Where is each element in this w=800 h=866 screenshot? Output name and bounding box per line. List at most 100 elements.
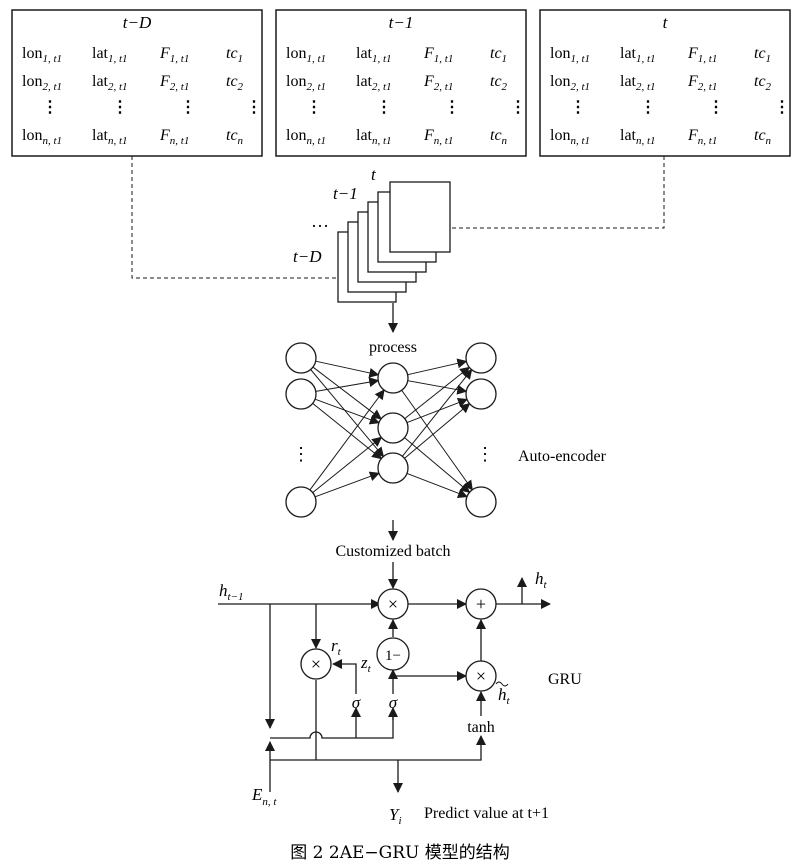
r-sub: t xyxy=(338,646,342,658)
stack-label-t-minus-d: t−D xyxy=(293,247,322,266)
frame-title: t xyxy=(663,13,669,32)
ae-edge xyxy=(309,389,385,491)
table-cell: tc2 xyxy=(226,73,244,93)
gru-multiply-reset-symbol: × xyxy=(311,654,321,674)
table-cell: ⋮ xyxy=(640,99,656,116)
stack-label-t: t xyxy=(371,165,377,184)
table-cell: ⋮ xyxy=(376,99,392,116)
frame-t: t lon1, t1 lat1, t1 F1, t1 tc1 lon2, t1 lat2,… xyxy=(539,9,791,157)
e-sub: n, t xyxy=(262,796,277,808)
ae-edge xyxy=(404,437,471,493)
table-cell: ⋮ xyxy=(510,99,526,116)
sigma-update: σ xyxy=(389,693,398,712)
gru-multiply-candidate xyxy=(465,660,497,692)
ae-left-ellipsis: ⋮ xyxy=(292,444,310,464)
table-cell: lat2, t1 xyxy=(356,73,392,93)
svg-text:Yi: Yi xyxy=(389,805,402,827)
svg-text:ht: ht xyxy=(498,685,511,707)
gru-multiply-top-symbol: × xyxy=(388,594,398,614)
h-prev-label: h xyxy=(219,581,228,600)
h-out-label: h xyxy=(535,569,544,588)
table-cell: F1, t1 xyxy=(687,45,717,65)
table-cell: lon2, t1 xyxy=(286,73,326,93)
table-cell: ⋮ xyxy=(570,99,586,116)
table-cell: lon2, t1 xyxy=(22,73,62,93)
h-out-sub: t xyxy=(544,579,548,591)
table-cell: lon2, t1 xyxy=(550,73,590,93)
ae-input-node xyxy=(285,486,317,518)
svg-text:ht: ht xyxy=(535,569,548,591)
autoencoder-label: Auto-encoder xyxy=(518,448,607,465)
ae-hidden-node xyxy=(377,452,409,484)
gru-operators xyxy=(300,588,497,692)
predict-label: Predict value at t+1 xyxy=(424,805,549,822)
ae-edge xyxy=(314,398,380,425)
ae-edge xyxy=(312,366,382,420)
sigma-reset: σ xyxy=(352,693,361,712)
y-label: Y xyxy=(389,805,400,824)
tilde-mark xyxy=(495,681,509,687)
table-cell: lonn, t1 xyxy=(550,127,590,147)
ae-edge xyxy=(406,397,468,424)
table-cell: ⋮ xyxy=(180,99,196,116)
table-cell: tc1 xyxy=(754,45,771,65)
table-cell: tc1 xyxy=(490,45,507,65)
svg-text:En, t: En, t xyxy=(251,785,277,808)
table-cell: latn, t1 xyxy=(620,127,656,147)
autoencoder-nodes xyxy=(285,342,497,518)
table-cell: tcn xyxy=(490,127,508,147)
ae-hidden-node xyxy=(377,412,409,444)
ae-edge xyxy=(406,472,468,499)
ae-edge xyxy=(404,403,471,459)
svg-text:zt: zt xyxy=(360,653,372,675)
table-cell: F2, t1 xyxy=(423,73,453,93)
table-cell: tcn xyxy=(226,127,244,147)
h-tilde-sub: t xyxy=(507,695,511,707)
table-cell: F2, t1 xyxy=(159,73,189,93)
gru-one-minus-symbol: 1− xyxy=(385,648,401,664)
table-cell: tc2 xyxy=(754,73,772,93)
table-cell: ⋮ xyxy=(306,99,322,116)
table-cell: lat1, t1 xyxy=(620,45,656,65)
table-cell: lon1, t1 xyxy=(550,45,590,65)
table-cell: lat2, t1 xyxy=(620,73,656,93)
ae-edge xyxy=(401,389,473,491)
table-cell: ⋮ xyxy=(444,99,460,116)
ae-edge xyxy=(315,377,380,392)
ae-right-ellipsis: ⋮ xyxy=(476,444,494,464)
svg-text:ht−1: ht−1 xyxy=(219,581,243,603)
h-prev-sub: t−1 xyxy=(228,591,244,603)
z-sub: t xyxy=(368,663,372,675)
gru-multiply-top xyxy=(377,588,409,620)
dashed-connectors xyxy=(131,156,665,279)
svg-text:rt: rt xyxy=(331,636,342,658)
gru-multiply-candidate-symbol: × xyxy=(476,666,486,686)
batch-label: Customized batch xyxy=(335,543,450,560)
e-label: E xyxy=(251,785,263,804)
ae-output-node xyxy=(465,342,497,374)
y-sub: i xyxy=(398,815,401,827)
ae-edge xyxy=(312,403,383,460)
table-cell: lonn, t1 xyxy=(22,127,62,147)
autoencoder-connections xyxy=(309,358,473,499)
stack-label-ellipsis: … xyxy=(311,211,329,231)
table-cell: ⋮ xyxy=(246,99,262,116)
r-label: r xyxy=(331,636,338,655)
table-cell: Fn, t1 xyxy=(423,127,453,147)
table-cell: latn, t1 xyxy=(356,127,392,147)
ae-edge xyxy=(315,360,380,378)
frame-title: t−1 xyxy=(389,13,414,32)
table-cell: lat2, t1 xyxy=(92,73,128,93)
figure-caption: 图 2 2AE−GRU 模型的结构 xyxy=(290,843,509,863)
process-label: process xyxy=(369,339,417,356)
frame-title: t−D xyxy=(123,13,152,32)
gru-lines xyxy=(218,562,551,793)
ae-edge xyxy=(404,366,471,420)
ae-output-node xyxy=(465,486,497,518)
table-cell: lon1, t1 xyxy=(286,45,326,65)
table-cell: Fn, t1 xyxy=(687,127,717,147)
ae-hidden-node xyxy=(377,362,409,394)
ae-edge xyxy=(401,368,473,457)
table-cell: F1, t1 xyxy=(423,45,453,65)
